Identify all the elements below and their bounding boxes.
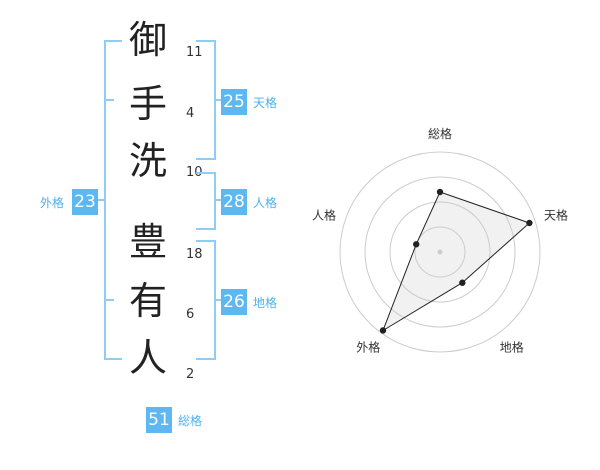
chikaku-label: 地格	[253, 296, 278, 310]
radar-center	[437, 249, 443, 255]
jinkaku-bracket-tick	[214, 199, 222, 201]
stroke-count-5: 6	[186, 307, 195, 322]
radar-ring	[339, 151, 541, 353]
chikaku-value-badge: 26	[221, 289, 247, 315]
gaikaku-bracket-inner-tick-top	[104, 99, 114, 101]
radar-point	[379, 327, 387, 334]
radar-polygon	[382, 191, 531, 332]
radar-ring	[364, 176, 516, 328]
name-char-4: 豊	[128, 220, 167, 264]
radar-axis-label: 地格	[500, 339, 524, 354]
name-char-3: 洗	[128, 139, 167, 183]
stroke-count-1: 11	[186, 45, 203, 60]
radar-axis-label: 総格	[428, 126, 452, 141]
jinkaku-value-badge: 28	[221, 189, 247, 215]
radar-point	[436, 188, 444, 196]
gaikaku-value-badge: 23	[72, 189, 98, 215]
gaikaku-bracket-tick	[96, 199, 106, 201]
chikaku-bracket	[196, 240, 216, 360]
radar-point	[459, 279, 466, 286]
gaikaku-label: 外格	[40, 196, 65, 210]
chikaku-bracket-tick	[214, 299, 222, 301]
name-char-1: 御	[128, 18, 167, 62]
tenkaku-label: 天格	[253, 96, 278, 110]
stroke-count-6: 2	[186, 367, 195, 382]
jinkaku-label: 人格	[253, 196, 278, 210]
radar-ring	[414, 226, 466, 278]
soukaku-label: 総格	[178, 414, 203, 428]
radar-rings	[339, 151, 541, 353]
gaikaku-bracket	[104, 40, 122, 360]
stroke-count-3: 10	[186, 165, 203, 180]
name-char-5: 有	[128, 279, 167, 323]
tenkaku-value-badge: 25	[221, 89, 247, 115]
radar-axis-label: 外格	[356, 339, 380, 354]
radar-point	[526, 219, 533, 227]
radar-axis-label: 人格	[312, 208, 336, 223]
radar-point	[413, 241, 420, 248]
soukaku-value-badge: 51	[146, 407, 172, 433]
jinkaku-bracket	[196, 172, 216, 230]
tenkaku-bracket-tick	[214, 99, 222, 101]
tenkaku-bracket	[196, 40, 216, 160]
stroke-count-4: 18	[186, 247, 203, 262]
gaikaku-bracket-inner-tick-bottom	[104, 299, 114, 301]
name-char-6: 人	[128, 336, 167, 380]
name-char-2: 手	[128, 82, 167, 126]
radar-axis-label: 天格	[544, 208, 568, 223]
radar-ring	[389, 201, 491, 303]
radar-points	[379, 188, 533, 334]
stroke-count-2: 4	[186, 106, 195, 121]
